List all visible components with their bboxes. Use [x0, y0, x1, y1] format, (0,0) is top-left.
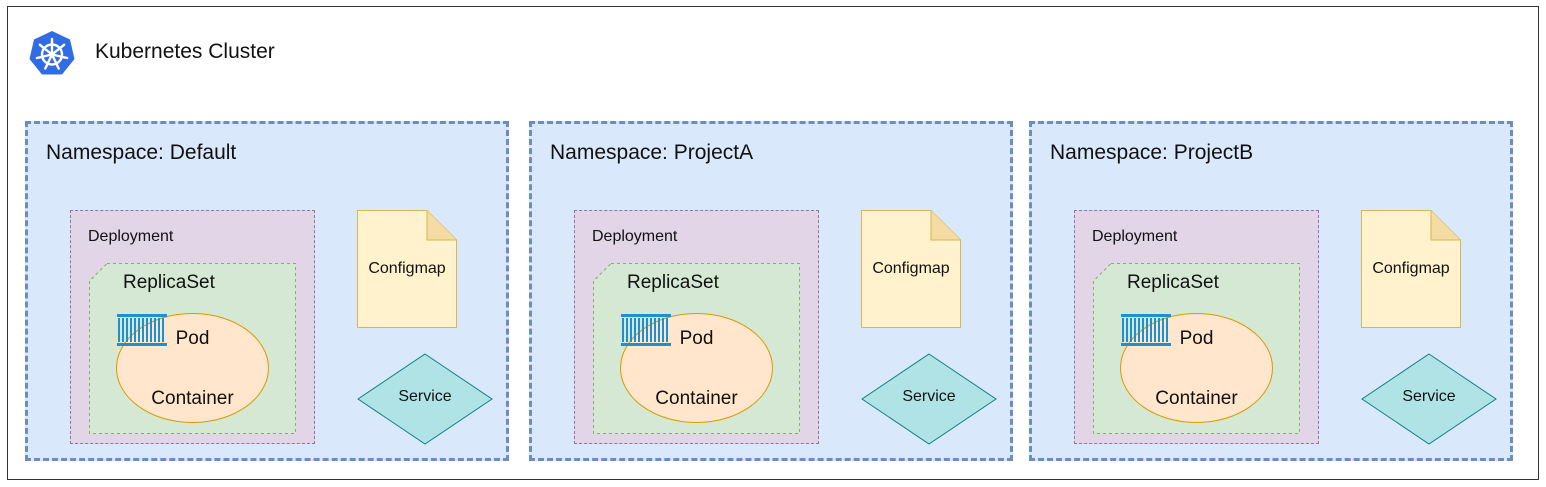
service-diamond: Service [1361, 353, 1497, 445]
namespace-title: Namespace: ProjectA [550, 141, 754, 164]
pod-ellipse: Pod Container [1120, 313, 1273, 423]
namespace-projectb: Namespace: ProjectB Deployment ReplicaSe… [1029, 121, 1513, 461]
namespace-default: Namespace: Default Deployment ReplicaSet… [25, 121, 509, 461]
document-icon [357, 210, 457, 328]
deployment-box: Deployment ReplicaSet Pod Con [1074, 210, 1319, 444]
document-icon [1361, 210, 1461, 328]
deployment-box: Deployment ReplicaSet Pod Con [574, 210, 819, 444]
configmap-document: Configmap [357, 210, 457, 328]
replicaset-box: ReplicaSet Pod Container [1093, 263, 1300, 434]
deployment-label: Deployment [88, 228, 174, 245]
pod-ellipse: Pod Container [620, 313, 773, 423]
container-icon [1121, 314, 1171, 346]
container-icon [117, 314, 167, 346]
kubernetes-logo-icon [29, 31, 75, 75]
configmap-label: Configmap [1372, 260, 1450, 277]
configmap-document: Configmap [861, 210, 961, 328]
deployment-label: Deployment [592, 228, 678, 245]
configmap-label: Configmap [368, 260, 446, 277]
service-diamond: Service [357, 353, 493, 445]
service-diamond: Service [861, 353, 997, 445]
deployment-box: Deployment ReplicaSet Pod Con [70, 210, 315, 444]
replicaset-label: ReplicaSet [123, 272, 215, 293]
replicaset-box: ReplicaSet Pod Container [89, 263, 296, 434]
service-label: Service [1402, 388, 1456, 405]
cluster-title: Kubernetes Cluster [95, 40, 275, 63]
diamond-shape [1361, 353, 1497, 445]
service-label: Service [902, 388, 956, 405]
pod-label: Pod [679, 328, 714, 349]
service-label: Service [398, 388, 452, 405]
document-icon [861, 210, 961, 328]
container-label: Container [1155, 388, 1238, 409]
namespace-projecta: Namespace: ProjectA Deployment ReplicaSe… [529, 121, 1013, 461]
namespace-title: Namespace: Default [46, 141, 237, 164]
container-icon [621, 314, 671, 346]
configmap-label: Configmap [872, 260, 950, 277]
configmap-document: Configmap [1361, 210, 1461, 328]
pod-label: Pod [1179, 328, 1214, 349]
container-label: Container [655, 388, 738, 409]
deployment-label: Deployment [1092, 228, 1178, 245]
container-label: Container [151, 388, 234, 409]
replicaset-box: ReplicaSet Pod Container [593, 263, 800, 434]
namespace-title: Namespace: ProjectB [1050, 141, 1254, 164]
pod-ellipse: Pod Container [116, 313, 269, 423]
diamond-shape [357, 353, 493, 445]
diamond-shape [861, 353, 997, 445]
pod-label: Pod [175, 328, 210, 349]
replicaset-label: ReplicaSet [1127, 272, 1219, 293]
replicaset-label: ReplicaSet [627, 272, 719, 293]
